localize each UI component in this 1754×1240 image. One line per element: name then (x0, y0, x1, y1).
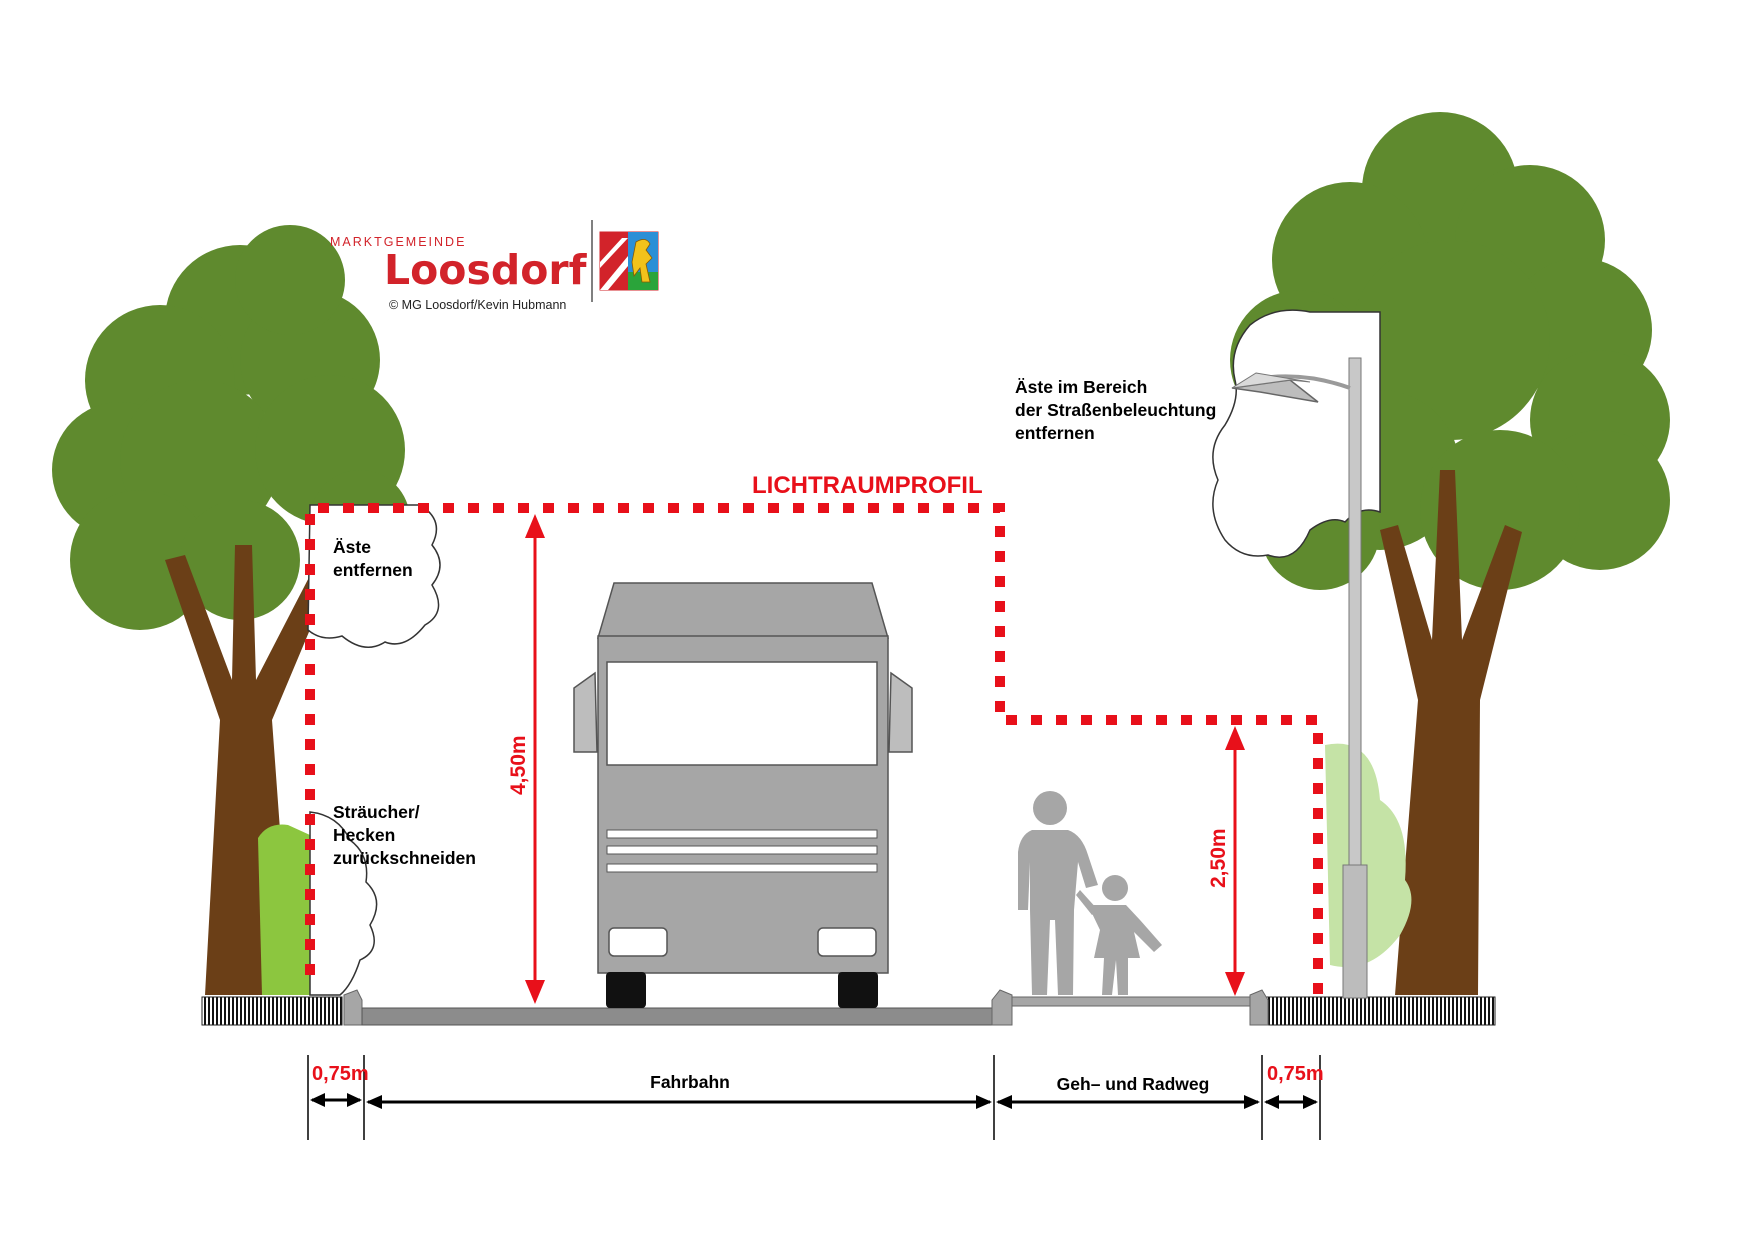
adult-pedestrian (1018, 791, 1098, 995)
path-height-label: 2,50m (1207, 828, 1230, 888)
height-arrow-road (525, 514, 545, 1004)
bus (573, 582, 913, 1008)
municipality-logo: MARKTGEMEINDE Loosdorf © MG Loosdorf/Kev… (330, 220, 659, 312)
path-width-label: Geh– und Radweg (1057, 1074, 1210, 1094)
bus-roof (597, 582, 889, 639)
bus-left-headlight (608, 927, 668, 957)
road-width-label: Fahrbahn (650, 1072, 730, 1092)
logo-copyright: © MG Loosdorf/Kevin Hubmann (389, 298, 566, 312)
left-ground-hatch (201, 996, 343, 1026)
coat-of-arms-icon (599, 231, 659, 291)
child-pedestrian (1076, 875, 1162, 995)
bus-right-mirror (888, 671, 913, 753)
bus-grille-line-3 (606, 863, 878, 873)
left-margin-label: 0,75m (312, 1063, 369, 1085)
width-dimensions (307, 1055, 1321, 1140)
cycle-path-surface (1011, 996, 1253, 1007)
street-light (1231, 357, 1368, 999)
shrubs-cut-label: Sträucher/ Hecken zurückschneiden (333, 802, 476, 868)
left-branch-cut-area (307, 504, 441, 648)
roadway-ground (201, 989, 1496, 1026)
width-arrows (310, 1093, 1318, 1109)
road-surface (361, 1007, 993, 1026)
right-light-cut-area (1212, 309, 1381, 558)
left-curb (343, 989, 363, 1026)
right-margin-label: 0,75m (1267, 1063, 1324, 1085)
height-arrow-path (1225, 726, 1245, 996)
street-light-base (1342, 864, 1368, 999)
right-tree-trunk (1380, 470, 1522, 995)
right-light-bush (1325, 743, 1412, 967)
path-curb (1249, 989, 1269, 1026)
bus-left-mirror (573, 671, 598, 753)
logo-town-name: Loosdorf (384, 246, 588, 294)
bus-right-wheel (838, 972, 878, 1008)
bus-windshield (606, 661, 878, 766)
left-tree-trunk (165, 545, 335, 995)
left-hedge (258, 824, 310, 995)
bus-grille-line-1 (606, 829, 878, 839)
bus-grille-line-2 (606, 845, 878, 855)
branches-remove-label: Äste entfernen (333, 537, 413, 580)
clearance-profile-outline (305, 503, 1323, 995)
bus-right-headlight (817, 927, 877, 957)
profile-title: LICHTRAUMPROFIL (752, 472, 983, 499)
street-light-branches-label: Äste im Bereich der Straßenbeleuchtung e… (1015, 377, 1221, 443)
right-ground-hatch (1264, 996, 1496, 1026)
bus-left-wheel (606, 972, 646, 1008)
right-tree (1230, 112, 1670, 995)
right-road-curb (991, 989, 1013, 1026)
road-height-label: 4,50m (507, 735, 530, 795)
logo-prefix: MARKTGEMEINDE (330, 235, 466, 249)
left-shrub-cut-area (309, 811, 378, 996)
